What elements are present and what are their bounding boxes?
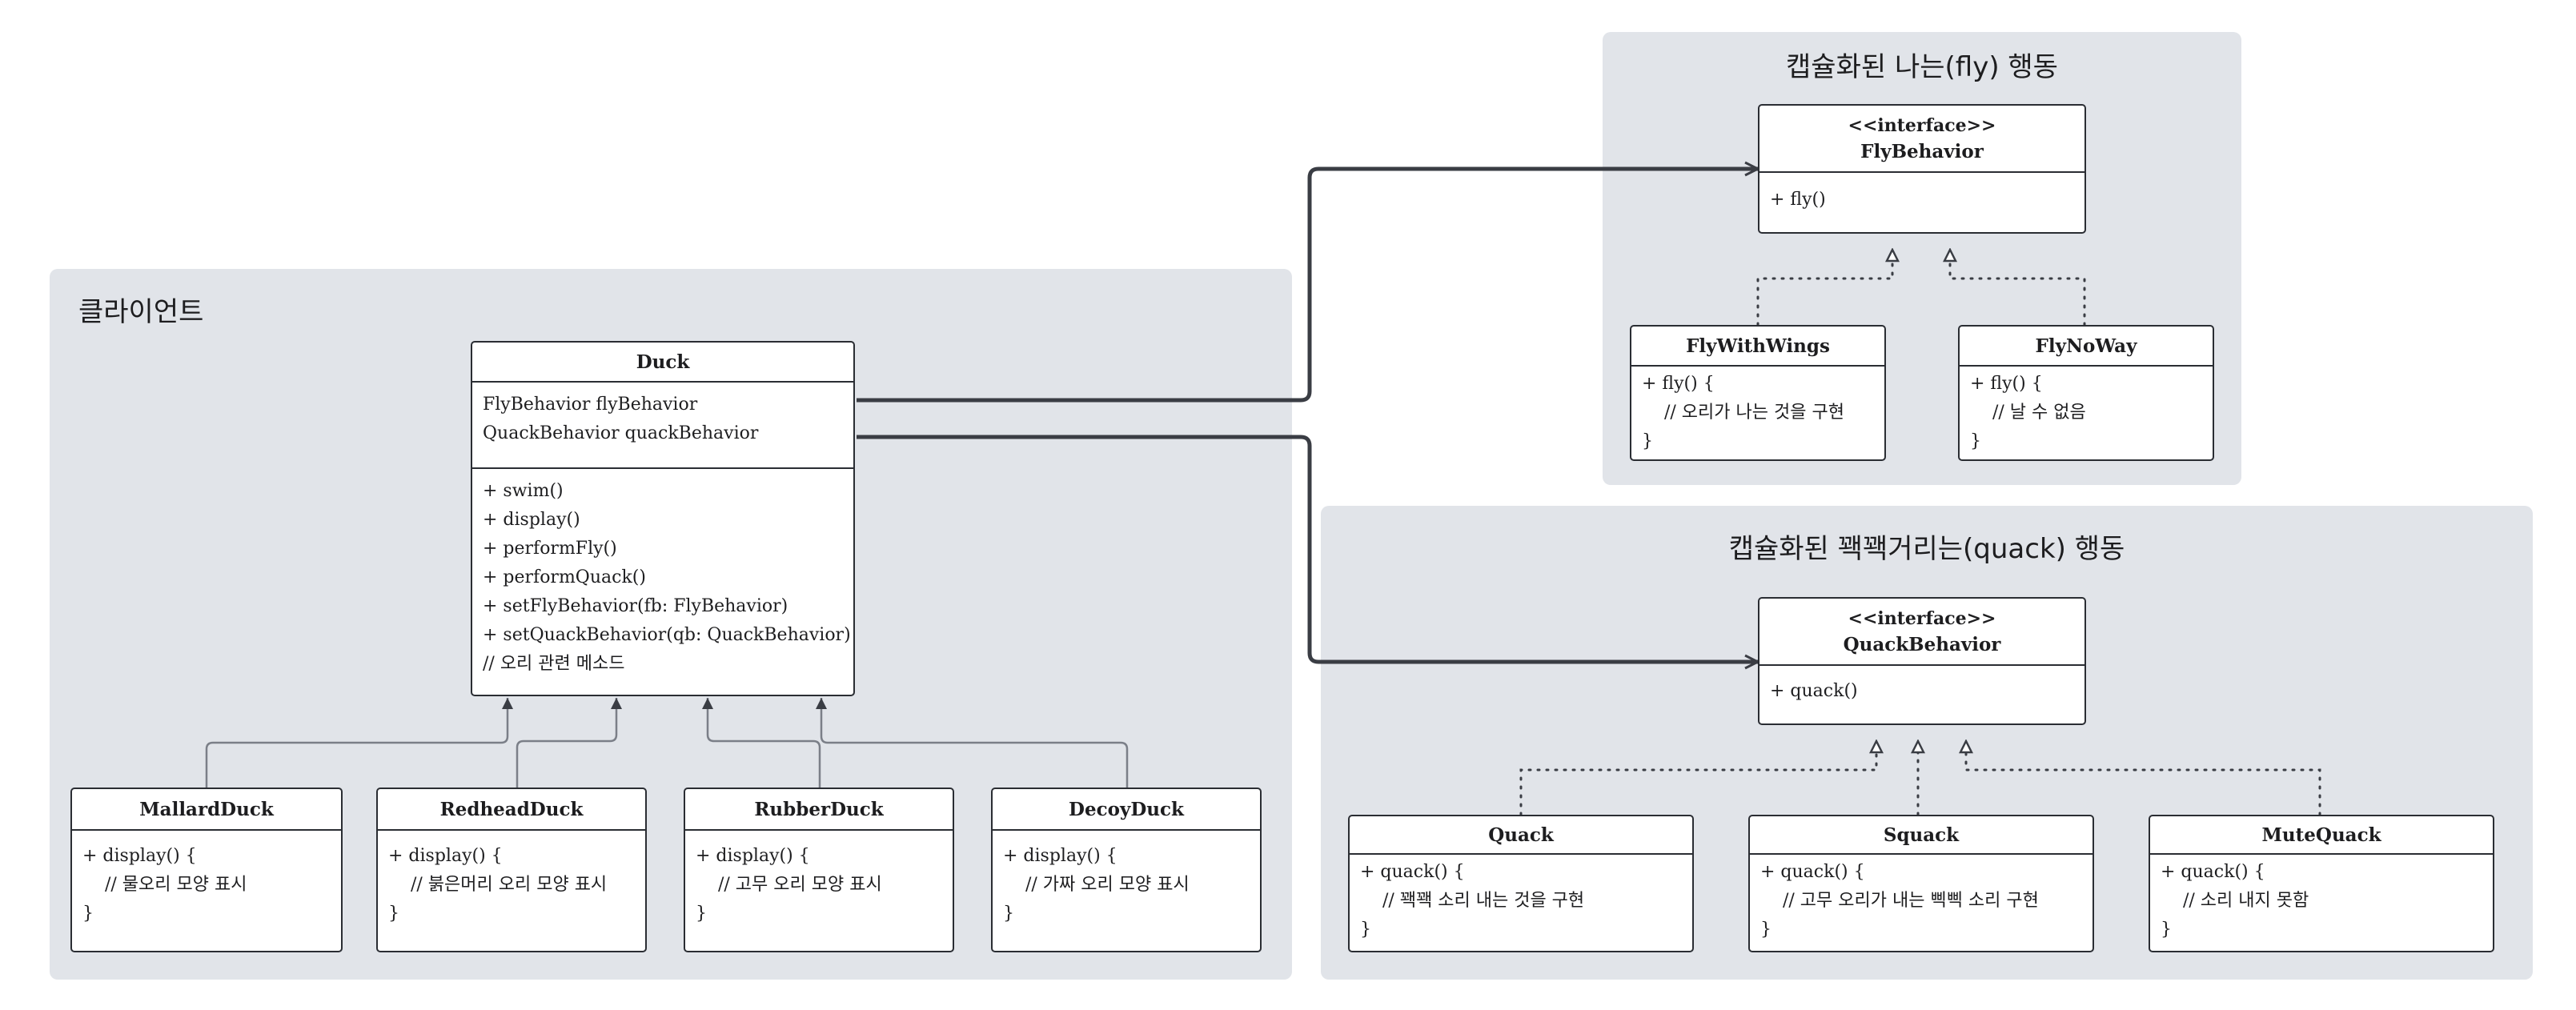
code-line: + display() { <box>696 846 810 866</box>
code-line: // 고무 오리가 내는 삑삑 소리 구현 <box>1760 891 2039 911</box>
flynoway-name: FlyNoWay <box>1960 327 2213 367</box>
flybehavior-interface: <<interface>> FlyBehavior + fly() <box>1758 104 2086 234</box>
code-line: } <box>1760 920 1772 940</box>
interface-stereotype: <<interface>> <box>1848 607 1996 629</box>
decoy-inherits-duck <box>816 698 1129 788</box>
duck-class: Duck FlyBehavior flyBehavior QuackBehavi… <box>471 341 855 696</box>
duck-method: + setFlyBehavior(fb: FlyBehavior) <box>483 596 788 616</box>
quackbehavior-header: <<interface>> QuackBehavior <box>1759 599 2084 666</box>
code-line: // 꽥꽥 소리 내는 것을 구현 <box>1360 891 1585 911</box>
quack-class-name: Quack <box>1350 816 1692 855</box>
rubber-duck-body: + display() { // 고무 오리 모양 표시 } <box>685 831 953 935</box>
flynoway-realizes-flybehavior <box>1950 250 2086 327</box>
flybehavior-header: <<interface>> FlyBehavior <box>1759 106 2084 173</box>
method-line: + fly() <box>1770 190 1826 210</box>
duck-class-name: Duck <box>472 343 853 383</box>
quack-realizes-quackbehavior <box>1519 741 1876 816</box>
duck-attributes: FlyBehavior flyBehavior QuackBehavior qu… <box>472 383 853 467</box>
redhead-inherits-duck <box>516 698 622 788</box>
code-line: + fly() { <box>1642 374 1715 394</box>
duck-attribute: QuackBehavior quackBehavior <box>483 423 759 443</box>
code-line: // 물오리 모양 표시 <box>82 875 247 895</box>
code-line: } <box>696 904 707 924</box>
flybehavior-methods: + fly() <box>1759 173 2084 221</box>
duck-method: + swim() <box>483 481 564 501</box>
flywithwings-class: FlyWithWings + fly() { // 오리가 나는 것을 구현 } <box>1630 325 1886 461</box>
code-line: + display() { <box>82 846 197 866</box>
quackbehavior-interface: <<interface>> QuackBehavior + quack() <box>1758 597 2086 725</box>
squeak-class-name: Squack <box>1750 816 2092 855</box>
duck-method: + performQuack() <box>483 567 646 587</box>
redhead-duck-name: RedheadDuck <box>378 789 645 831</box>
rubber-duck-class: RubberDuck + display() { // 고무 오리 모양 표시 … <box>684 788 954 952</box>
mallard-duck-class: MallardDuck + display() { // 물오리 모양 표시 } <box>70 788 343 952</box>
redhead-duck-class: RedheadDuck + display() { // 붉은머리 오리 모양 … <box>376 788 647 952</box>
duck-method: + performFly() <box>483 539 617 559</box>
duck-to-flybehavior-association <box>857 169 1758 403</box>
duck-method: + setQuackBehavior(qb: QuackBehavior) <box>483 625 851 645</box>
duck-methods: + swim() + display() + performFly() + pe… <box>472 467 853 685</box>
fly-region-title: 캡슐화된 나는(fly) 행동 <box>1786 51 2058 83</box>
code-line: } <box>1360 920 1371 940</box>
code-line: + display() { <box>388 846 503 866</box>
flywithwings-realizes-flybehavior <box>1756 250 1892 327</box>
code-line: + quack() { <box>1760 862 1865 882</box>
code-line: } <box>1003 904 1014 924</box>
squeak-class-body: + quack() { // 고무 오리가 내는 삑삑 소리 구현 } <box>1750 855 2092 951</box>
code-line: // 소리 내지 못함 <box>2161 891 2309 911</box>
quackbehavior-methods: + quack() <box>1759 666 2084 712</box>
duck-to-quackbehavior-association <box>857 435 1758 662</box>
code-line: + fly() { <box>1970 374 2043 394</box>
flywithwings-name: FlyWithWings <box>1631 327 1884 367</box>
code-line: } <box>388 904 399 924</box>
mallard-duck-body: + display() { // 물오리 모양 표시 } <box>72 831 341 935</box>
flybehavior-name: FlyBehavior <box>1860 140 1984 162</box>
code-line: } <box>1970 431 1981 451</box>
rubber-inherits-duck <box>702 698 821 788</box>
code-line: + quack() { <box>1360 862 1465 882</box>
quack-class-body: + quack() { // 꽥꽥 소리 내는 것을 구현 } <box>1350 855 1692 951</box>
mutequack-realizes-quackbehavior <box>1966 741 2321 816</box>
mutequack-class-body: + quack() { // 소리 내지 못함 } <box>2150 855 2493 951</box>
mallard-duck-name: MallardDuck <box>72 789 341 831</box>
code-line: // 오리가 나는 것을 구현 <box>1642 403 1844 423</box>
code-line: } <box>1642 431 1653 451</box>
decoy-duck-body: + display() { // 가짜 오리 모양 표시 } <box>993 831 1260 935</box>
quack-class: Quack + quack() { // 꽥꽥 소리 내는 것을 구현 } <box>1348 815 1694 952</box>
code-line: } <box>82 904 94 924</box>
quack-region-title: 캡슐화된 꽥꽥거리는(quack) 행동 <box>1728 533 2125 565</box>
duck-attribute: FlyBehavior flyBehavior <box>483 395 698 415</box>
code-line: // 붉은머리 오리 모양 표시 <box>388 875 608 895</box>
flynoway-body: + fly() { // 날 수 없음 } <box>1960 367 2213 459</box>
flywithwings-body: + fly() { // 오리가 나는 것을 구현 } <box>1631 367 1884 459</box>
decoy-duck-class: DecoyDuck + display() { // 가짜 오리 모양 표시 } <box>991 788 1262 952</box>
code-line: + display() { <box>1003 846 1117 866</box>
code-line: // 가짜 오리 모양 표시 <box>1003 875 1190 895</box>
mutequack-class: MuteQuack + quack() { // 소리 내지 못함 } <box>2149 815 2494 952</box>
duck-method: + display() <box>483 510 580 530</box>
mutequack-class-name: MuteQuack <box>2150 816 2493 855</box>
interface-stereotype: <<interface>> <box>1848 114 1996 136</box>
code-line: // 고무 오리 모양 표시 <box>696 875 882 895</box>
decoy-duck-name: DecoyDuck <box>993 789 1260 831</box>
code-line: + quack() { <box>2161 862 2265 882</box>
mallard-inherits-duck <box>205 698 513 788</box>
duck-method: // 오리 관련 메소드 <box>483 654 625 674</box>
code-line: // 날 수 없음 <box>1970 403 2086 423</box>
method-line: + quack() <box>1770 681 1858 701</box>
quackbehavior-name: QuackBehavior <box>1843 633 2001 655</box>
redhead-duck-body: + display() { // 붉은머리 오리 모양 표시 } <box>378 831 645 935</box>
squeak-class: Squack + quack() { // 고무 오리가 내는 삑삑 소리 구현… <box>1748 815 2094 952</box>
flynoway-class: FlyNoWay + fly() { // 날 수 없음 } <box>1958 325 2214 461</box>
code-line: } <box>2161 920 2172 940</box>
rubber-duck-name: RubberDuck <box>685 789 953 831</box>
client-region-title: 클라이언트 <box>78 296 204 328</box>
